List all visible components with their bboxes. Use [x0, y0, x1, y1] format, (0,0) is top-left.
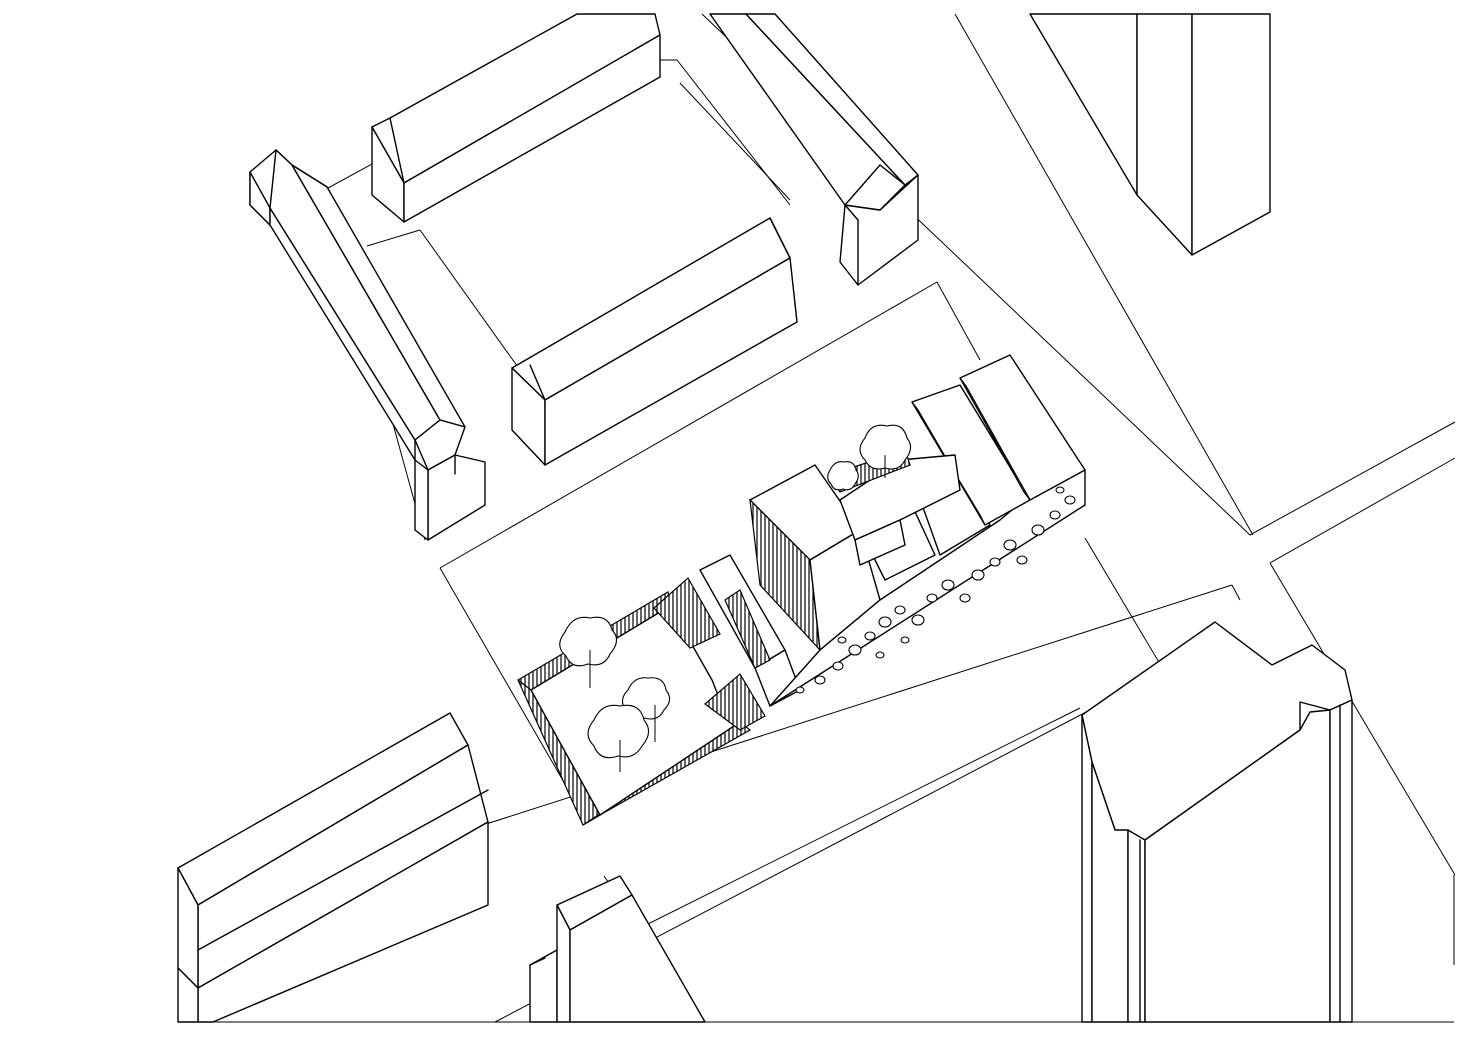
courtyard-trees: [559, 424, 912, 772]
tower-north-east: [1029, 13, 1271, 256]
central-project-building: [516, 354, 1086, 826]
building-north-left-wing: [249, 149, 486, 541]
building-south-center: [529, 875, 706, 1023]
building-north-right-wing: [709, 13, 919, 286]
building-north-inner-bar: [511, 217, 798, 466]
tower-south-east: [1081, 621, 1353, 1023]
facade-perforations: [795, 486, 1076, 694]
building-north-top-bar: [371, 13, 661, 223]
building-south-west: [177, 712, 489, 1023]
